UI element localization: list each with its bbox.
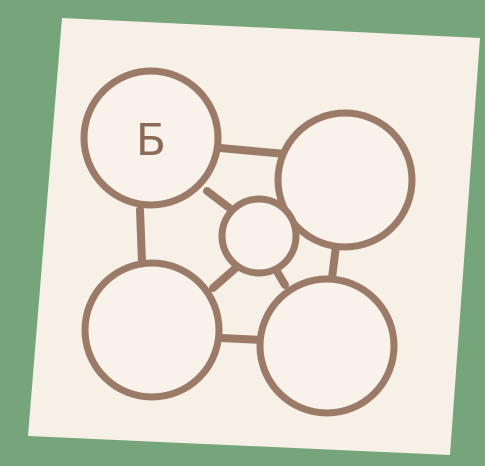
node-top-left: Б <box>84 71 218 205</box>
node-label-top-left: Б <box>136 115 166 166</box>
node-bottom-left <box>85 263 219 397</box>
circle-center <box>222 199 296 273</box>
circle-bottom-left <box>85 263 219 397</box>
node-center <box>222 199 296 273</box>
edge-top-left-bottom-left <box>140 210 142 262</box>
edge-bottom-left-bottom-right <box>221 338 263 340</box>
node-bottom-right <box>260 279 394 413</box>
circle-bottom-right <box>260 279 394 413</box>
